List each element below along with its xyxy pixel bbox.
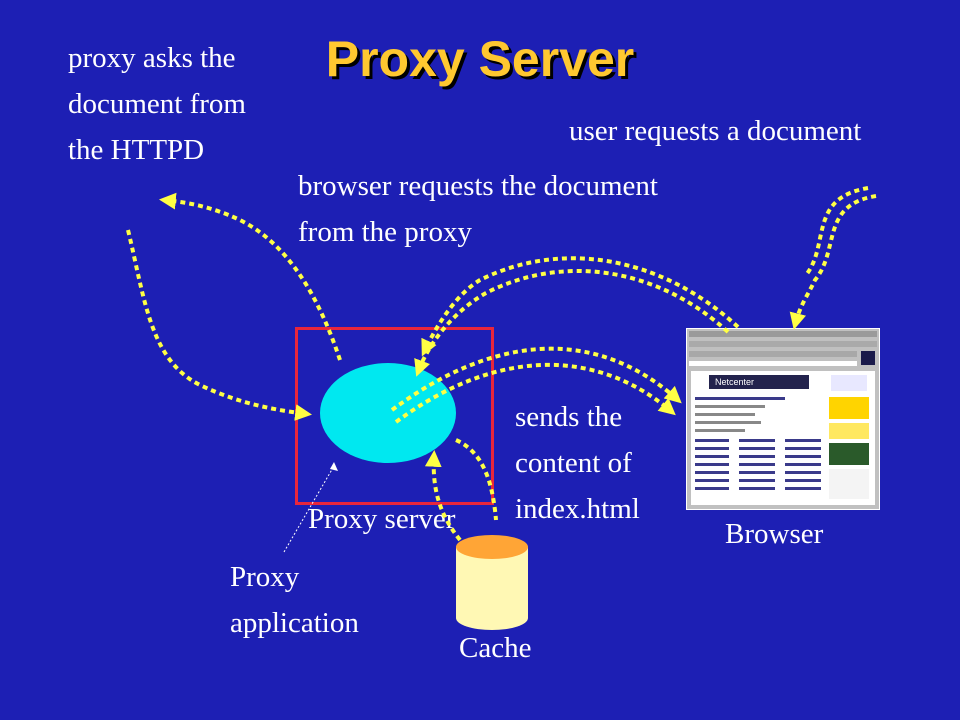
arrow-proxy-to-cache bbox=[455, 438, 498, 521]
browser-banner-text: Netcenter bbox=[715, 377, 755, 387]
note-user-requests: user requests a document bbox=[569, 115, 862, 147]
arrow-httpd-to-proxy bbox=[126, 229, 313, 421]
note-line: index.html bbox=[515, 493, 640, 525]
arrow-browser-to-proxy-2 bbox=[414, 269, 730, 377]
note-line: content of bbox=[515, 447, 632, 479]
cache-label: Cache bbox=[459, 632, 532, 664]
arrow-user-to-browser-2 bbox=[804, 186, 869, 277]
pointer-head bbox=[330, 462, 338, 471]
note-line: application bbox=[230, 607, 359, 639]
arrow-proxy-to-browser-2 bbox=[394, 362, 676, 424]
note-line: sends the bbox=[515, 401, 623, 433]
note-proxy-asks-httpd: proxy asks the document from the HTTPD bbox=[68, 35, 246, 173]
arrow-cache-to-proxy bbox=[424, 449, 462, 542]
note-line: browser requests the document bbox=[298, 170, 658, 202]
note-line: the HTTPD bbox=[68, 134, 205, 166]
cache-cylinder-icon bbox=[456, 535, 528, 630]
browser-window-icon: Netcenter bbox=[686, 328, 880, 510]
pointer-proxy-application bbox=[283, 465, 335, 553]
note-sends-content: sends the content of index.html bbox=[515, 394, 640, 532]
proxy-application-node bbox=[320, 363, 456, 463]
slide-title: Proxy Server bbox=[325, 31, 635, 87]
proxy-server-label: Proxy server bbox=[308, 503, 456, 535]
note-line: document from bbox=[68, 88, 246, 120]
note-line: from the proxy bbox=[298, 216, 472, 248]
arrow-proxy-to-browser bbox=[390, 346, 682, 412]
arrow-proxy-to-httpd bbox=[158, 192, 342, 361]
note-proxy-application: Proxy application bbox=[230, 554, 359, 646]
note-line: Proxy bbox=[230, 561, 300, 593]
note-line: proxy asks the bbox=[68, 42, 236, 74]
browser-label: Browser bbox=[725, 518, 824, 550]
note-browser-requests: browser requests the document from the p… bbox=[298, 163, 658, 255]
arrow-browser-to-proxy bbox=[421, 256, 740, 357]
arrow-user-to-browser bbox=[789, 194, 877, 330]
